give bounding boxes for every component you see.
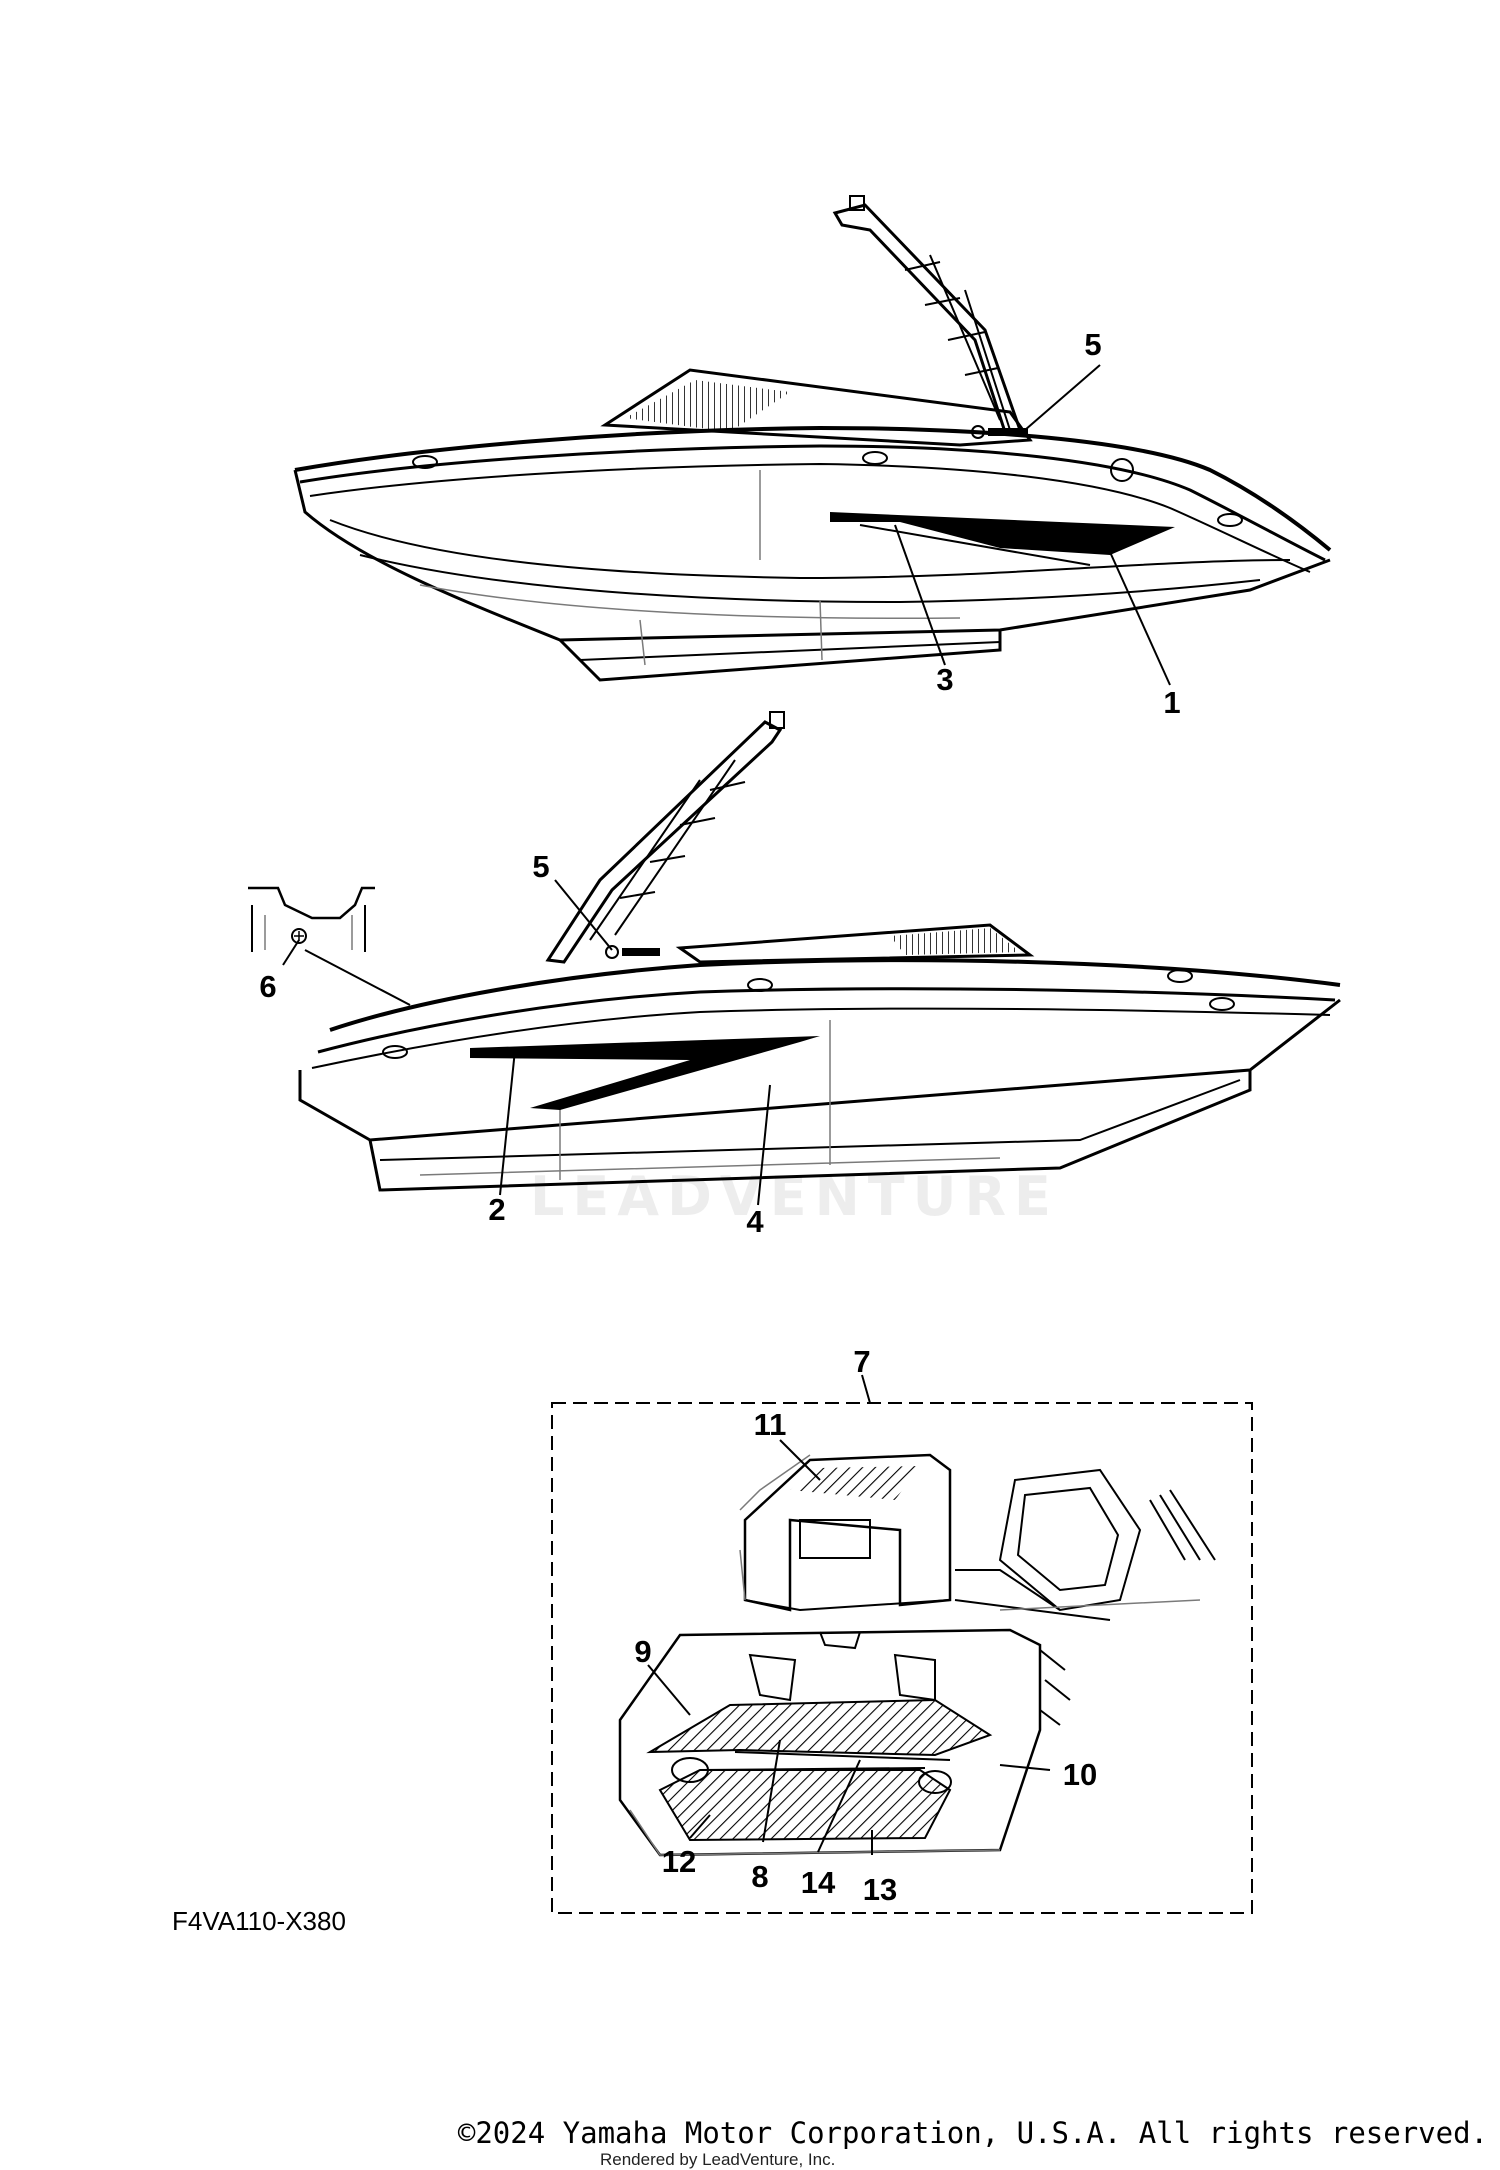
callout-8: 8 <box>751 1859 768 1894</box>
diagram-code: F4VA110-X380 <box>172 1906 346 1936</box>
callout-labels: 1 2 3 4 5 5 6 7 8 9 10 11 12 13 14 F4VA1… <box>172 327 1181 1936</box>
rendered-by-text: Rendered by LeadVenture, Inc. <box>600 2150 836 2169</box>
interior-detail <box>551 1402 1253 1914</box>
callout-2: 2 <box>488 1192 505 1227</box>
callout-7: 7 <box>853 1344 870 1379</box>
callout-5-bottom: 5 <box>532 849 549 884</box>
callout-3: 3 <box>936 662 953 697</box>
callout-5-top: 5 <box>1084 327 1101 362</box>
boat-bottom-view <box>248 711 1341 1192</box>
callout-12: 12 <box>662 1844 696 1879</box>
callout-10: 10 <box>1063 1757 1097 1792</box>
callout-13: 13 <box>863 1872 897 1907</box>
callout-11: 11 <box>754 1407 787 1442</box>
callout-1: 1 <box>1163 685 1180 720</box>
copyright-footer: ©2024 Yamaha Motor Corporation, U.S.A. A… <box>457 2116 1488 2150</box>
boat-top-view <box>293 195 1332 682</box>
leader-lines <box>282 364 1171 1855</box>
callout-6: 6 <box>259 969 276 1004</box>
callout-14: 14 <box>801 1865 836 1900</box>
callout-9: 9 <box>634 1634 651 1669</box>
callout-4: 4 <box>746 1204 764 1239</box>
